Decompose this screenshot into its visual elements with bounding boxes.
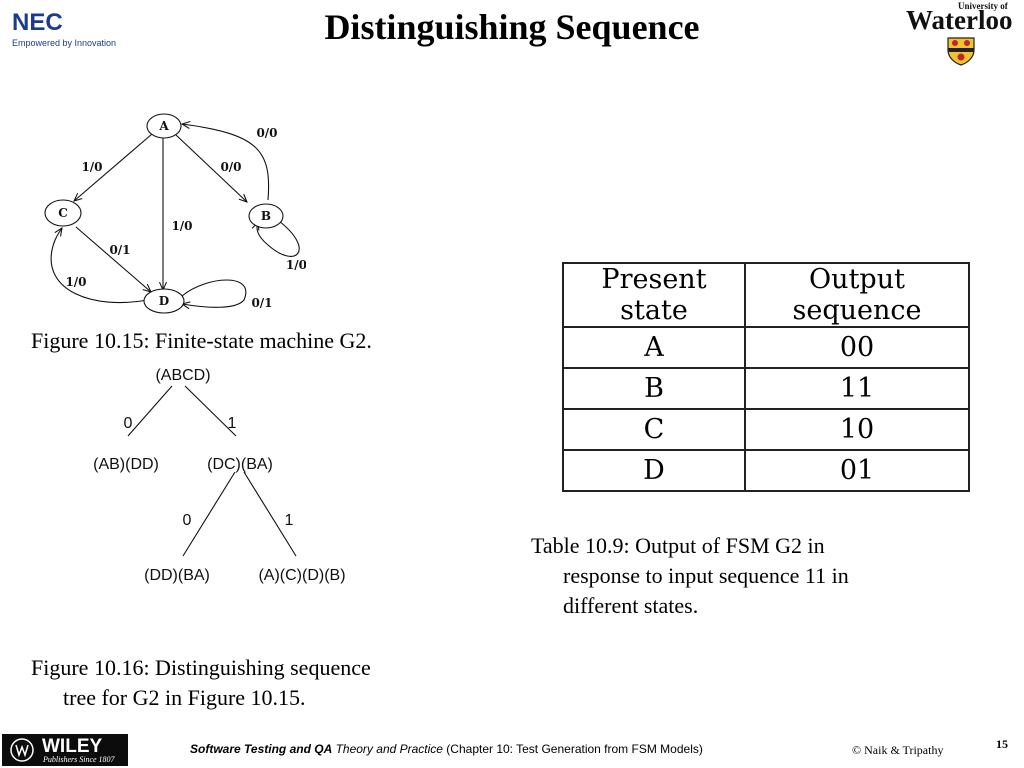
edge-d-to-c <box>50 228 149 304</box>
edge-label-a-to-d: 1/0 <box>171 219 192 233</box>
figure-10-15-caption: Figure 10.15: Finite-state machine G2. <box>31 328 372 353</box>
edge-label-a-to-b: 0/0 <box>220 160 241 174</box>
waterloo-shield-icon <box>947 37 975 66</box>
table-row: D 01 <box>562 449 970 492</box>
table-cell-output: 01 <box>744 449 970 492</box>
state-a-node <box>146 113 182 139</box>
fsm-g2-diagram: A B C D 0/0 0/0 1/0 1/0 1/0 0/1 1/0 0/1 <box>44 113 306 314</box>
slide-title: Distinguishing Sequence <box>324 7 700 47</box>
footer-chapter: (Chapter 10: Test Generation from FSM Mo… <box>442 742 703 756</box>
table-cell-output: 11 <box>744 367 970 410</box>
state-d-node <box>143 288 185 314</box>
figure-10-16-caption: Figure 10.16: Distinguishing sequence tr… <box>31 653 501 713</box>
edge-label-c-to-d: 0/1 <box>109 243 130 257</box>
edge-a-to-b <box>175 134 247 202</box>
waterloo-logo-name: Waterloo <box>906 5 1013 35</box>
output-sequence-table: Present state Output sequence A 00 B 11 … <box>562 262 970 492</box>
table-10-9-caption-line3: different states. <box>563 593 699 618</box>
edge-label-b-self: 1/0 <box>286 258 306 272</box>
edge-b-to-a <box>182 124 270 201</box>
edge-b-self <box>257 220 300 257</box>
state-b-node <box>248 203 284 229</box>
tree-edge-label-0: 0 <box>124 415 133 432</box>
table-row: B 11 <box>562 367 970 410</box>
state-d-label: D <box>159 294 169 308</box>
tree-right-child-node: (DC)(BA) <box>207 456 273 473</box>
state-b-label: B <box>261 209 271 223</box>
table-row: A 00 <box>562 326 970 369</box>
state-c-label: C <box>58 206 68 220</box>
tree-leaf-dd-ba: (DD)(BA) <box>144 567 210 584</box>
wiley-logo: WILEY Publishers Since 1807 <box>2 734 128 766</box>
figure-10-16-caption-line1: Figure 10.16: Distinguishing sequence <box>31 655 371 680</box>
footer-book-bold: Software Testing and QA <box>190 742 333 756</box>
tree-edge-label-right-1: 1 <box>285 512 294 529</box>
edge-label-d-to-c: 1/0 <box>65 275 86 289</box>
tree-edge-root-right <box>184 385 237 437</box>
wiley-logo-subtext: Publishers Since 1807 <box>43 755 115 764</box>
table-cell-state: C <box>562 408 746 451</box>
tree-edge-label-right-0: 0 <box>183 512 192 529</box>
table-cell-output: 10 <box>744 408 970 451</box>
distinguishing-tree-diagram: (ABCD) 0 1 (AB)(DD) (DC)(BA) 0 1 (DD)(BA… <box>93 367 345 584</box>
wiley-emblem-icon <box>10 738 34 762</box>
table-header-output-sequence: Output sequence <box>744 262 970 328</box>
table-cell-state: A <box>562 326 746 369</box>
state-a-label: A <box>158 119 169 133</box>
output-table-container: Present state Output sequence A 00 B 11 … <box>562 262 970 492</box>
footer-book-title: Software Testing and QA Theory and Pract… <box>190 742 703 756</box>
edge-c-to-d <box>75 226 151 292</box>
table-row: C 10 <box>562 408 970 451</box>
nec-logo-text: NEC <box>12 9 63 36</box>
wiley-logo-text: WILEY <box>42 736 103 757</box>
edge-label-b-to-a: 0/0 <box>256 126 277 140</box>
nec-tagline: Empowered by Innovation <box>12 38 117 48</box>
edge-a-to-c <box>74 133 153 201</box>
table-header-row: Present state Output sequence <box>562 262 970 328</box>
tree-edge-root-left <box>127 385 173 437</box>
table-cell-state: D <box>562 449 746 492</box>
footer-copyright: © Naik & Tripathy <box>852 743 944 757</box>
edge-d-self <box>182 279 247 307</box>
tree-edge-label-1: 1 <box>228 415 237 432</box>
tree-leaf-a-c-d-b: (A)(C)(D)(B) <box>258 567 345 584</box>
figure-10-16-caption-line2: tree for G2 in Figure 10.15. <box>63 685 306 710</box>
edge-label-a-to-c: 1/0 <box>81 160 102 174</box>
table-10-9-caption-line2: response to input sequence 11 in <box>563 563 849 588</box>
table-10-9-caption-line1: Table 10.9: Output of FSM G2 in <box>531 533 825 558</box>
tree-edge-right-left <box>182 471 236 557</box>
table-header-present-state: Present state <box>562 262 746 328</box>
table-cell-output: 00 <box>744 326 970 369</box>
tree-root-node: (ABCD) <box>155 367 210 384</box>
footer-book-italic: Theory and Practice <box>332 742 443 756</box>
page-number: 15 <box>996 737 1008 751</box>
state-c-node <box>44 199 82 227</box>
tree-left-child-node: (AB)(DD) <box>93 456 159 473</box>
table-10-9-caption: Table 10.9: Output of FSM G2 in response… <box>531 531 991 621</box>
nec-logo: NEC Empowered by Innovation <box>12 9 122 49</box>
tree-edge-right-right <box>243 471 297 557</box>
waterloo-logo: University of Waterloo <box>900 0 1020 70</box>
edge-label-d-self: 0/1 <box>251 296 272 310</box>
waterloo-logo-small-text: University of <box>958 1 1008 11</box>
table-cell-state: B <box>562 367 746 410</box>
